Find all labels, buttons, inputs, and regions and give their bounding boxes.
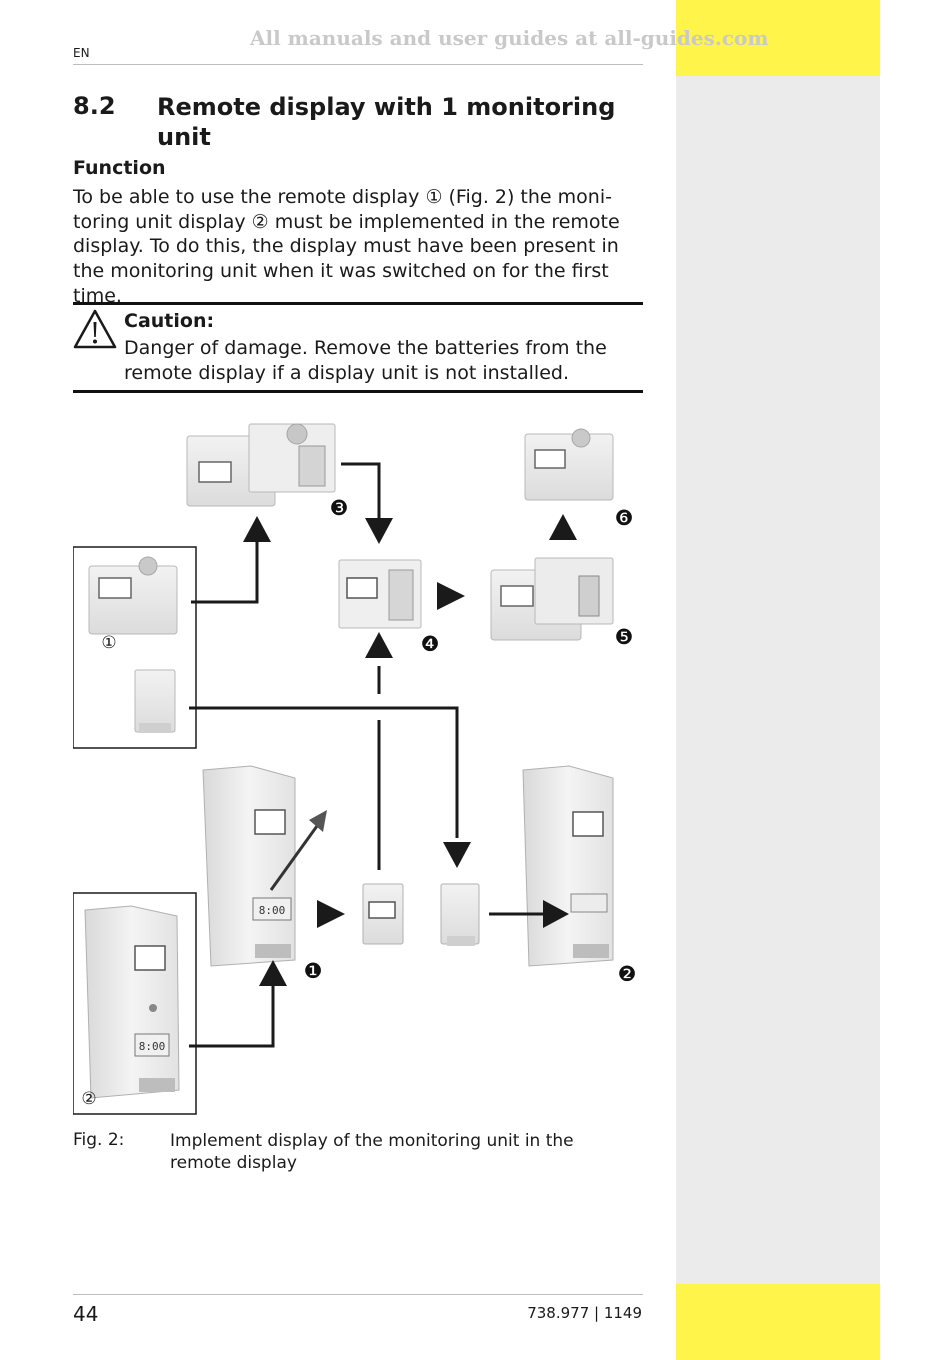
step-6-label: ❻ (615, 506, 634, 530)
section-title: Remote display with 1 monitoring unit (157, 93, 616, 151)
lcd-readout-box: 8:00 (139, 1040, 166, 1053)
document-id: 738.977 | 1149 (527, 1304, 642, 1322)
sidebar-background (676, 0, 880, 1360)
step-4-label: ❹ (421, 632, 440, 656)
step-2-device (522, 765, 614, 967)
step-6-device (524, 428, 614, 501)
caution-text: Danger of damage. Remove the batteries f… (124, 337, 607, 384)
blank-cover-module (440, 883, 480, 946)
display-module-small (134, 669, 176, 733)
figure-label: Fig. 2: (73, 1130, 125, 1150)
language-label: EN (73, 46, 90, 60)
step-1-device (202, 765, 327, 967)
step-5-label: ❺ (615, 625, 634, 649)
figure-2-diagram: ① ② ❶ ❷ ❸ ❹ ❺ ❻ 8:00 8:00 (73, 423, 637, 1115)
sidebar-tab-top (676, 0, 880, 76)
arrowheads (243, 514, 577, 986)
step-2-label: ❷ (618, 962, 637, 986)
step-3-label: ❸ (330, 496, 349, 520)
warning-triangle-icon (73, 309, 117, 349)
label-monitoring-unit: ② (81, 1089, 96, 1109)
display-module-removed (362, 883, 404, 945)
monitoring-unit-device (84, 905, 180, 1099)
function-text: To be able to use the remote display ① (… (73, 186, 620, 307)
sidebar-tab-bottom (676, 1284, 880, 1360)
step-5-devices (490, 557, 614, 641)
header-rule (73, 64, 643, 65)
remote-display-device (88, 556, 178, 635)
caution-top-rule (73, 302, 643, 305)
function-heading: Function (73, 157, 166, 179)
step-4-device (338, 559, 422, 629)
step-1-label: ❶ (304, 959, 323, 983)
connector-lines (189, 462, 543, 1048)
caution-bottom-rule (73, 390, 643, 393)
monitoring-unit-box (73, 892, 197, 1115)
step-3-devices (186, 423, 336, 507)
watermark: All manuals and user guides at all-guide… (250, 26, 769, 50)
page-number: 44 (73, 1302, 99, 1326)
footer-rule (73, 1294, 643, 1295)
caution-title: Caution: (124, 310, 215, 332)
lcd-readout-step-1: 8:00 (259, 904, 286, 917)
figure-caption: Implement display of the monitoring unit… (170, 1131, 574, 1173)
section-number: 8.2 (73, 92, 116, 120)
label-remote-display: ① (101, 633, 116, 653)
remote-display-box (73, 546, 197, 749)
